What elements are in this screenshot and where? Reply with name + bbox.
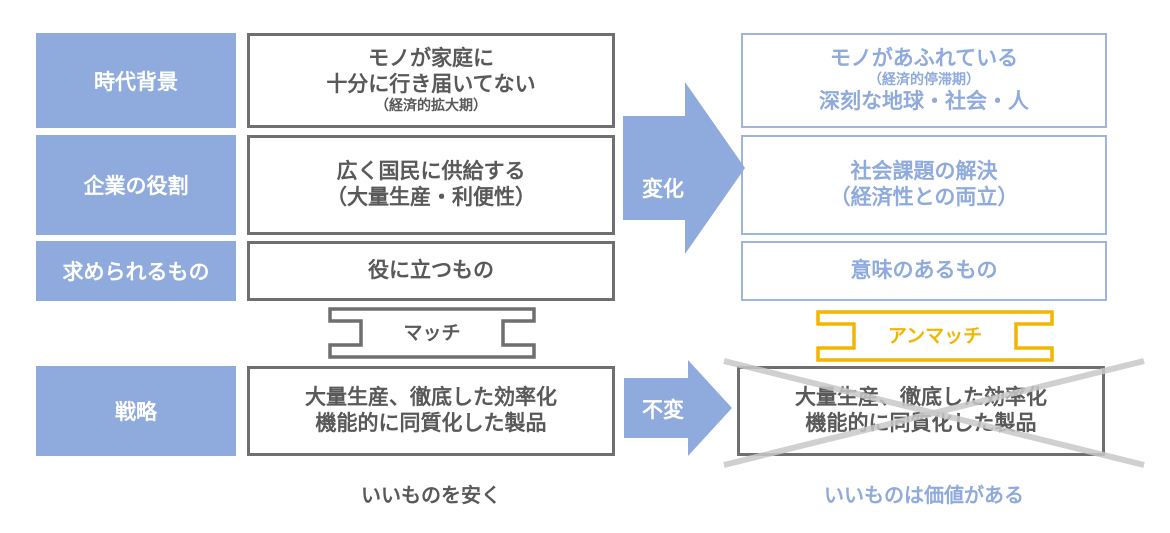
left-strategy-line2: 機能的に同質化した製品: [315, 411, 547, 435]
right-era-box: モノがあふれている （経済的停滞期） 深刻な地球・社会・人: [741, 33, 1107, 128]
match-connector-shape: [328, 307, 536, 359]
mismatch-label: アンマッチ: [887, 325, 983, 347]
left-caption: いいものを安く: [361, 483, 501, 507]
category-strategy: 戦略: [36, 366, 236, 456]
category-role-label: 企業の役割: [83, 174, 189, 198]
category-demand: 求められるもの: [36, 241, 236, 301]
match-label: マッチ: [403, 322, 461, 344]
category-demand-label: 求められるもの: [62, 260, 210, 284]
left-role-line1: 広く国民に供給する: [336, 159, 526, 184]
unchanged-arrow-icon: [624, 360, 732, 456]
category-era: 時代背景: [36, 33, 236, 128]
left-era-box: モノが家庭に 十分に行き届いてない （経済的拡大期）: [247, 33, 615, 128]
unchanged-label: 不変: [642, 398, 684, 422]
left-role-box: 広く国民に供給する （大量生産・利便性）: [247, 135, 615, 235]
left-strategy-box: 大量生産、徹底した効率化 機能的に同質化した製品: [247, 366, 615, 456]
right-demand-box: 意味のあるもの: [741, 241, 1107, 301]
left-era-line2: 十分に行き届いてない: [326, 71, 536, 96]
right-era-line2: 深刻な地球・社会・人: [819, 89, 1029, 114]
cross-out-icon: [723, 358, 1145, 468]
right-role-line2: （経済性との両立）: [829, 185, 1019, 209]
left-era-sub: （経済的拡大期）: [375, 97, 487, 114]
right-demand-text: 意味のあるもの: [850, 258, 998, 283]
left-era-line1: モノが家庭に: [368, 46, 494, 71]
category-role: 企業の役割: [36, 135, 236, 235]
left-demand-text: 役に立つもの: [368, 258, 494, 283]
right-era-line1: モノがあふれている: [829, 46, 1019, 71]
mismatch-connector-shape: [816, 310, 1054, 362]
right-role-line1: 社会課題の解決: [850, 159, 998, 184]
change-arrow-icon: [623, 82, 745, 254]
category-strategy-label: 戦略: [115, 400, 157, 424]
change-label: 変化: [642, 177, 684, 201]
left-strategy-line1: 大量生産、徹底した効率化: [305, 385, 557, 410]
left-role-line2: （大量生産・利便性）: [326, 185, 536, 209]
right-role-box: 社会課題の解決 （経済性との両立）: [741, 135, 1107, 235]
category-era-label: 時代背景: [94, 69, 178, 94]
right-era-sub: （経済的停滞期）: [868, 71, 980, 88]
right-caption: いいものは価値がある: [824, 483, 1024, 507]
left-demand-box: 役に立つもの: [247, 241, 615, 301]
